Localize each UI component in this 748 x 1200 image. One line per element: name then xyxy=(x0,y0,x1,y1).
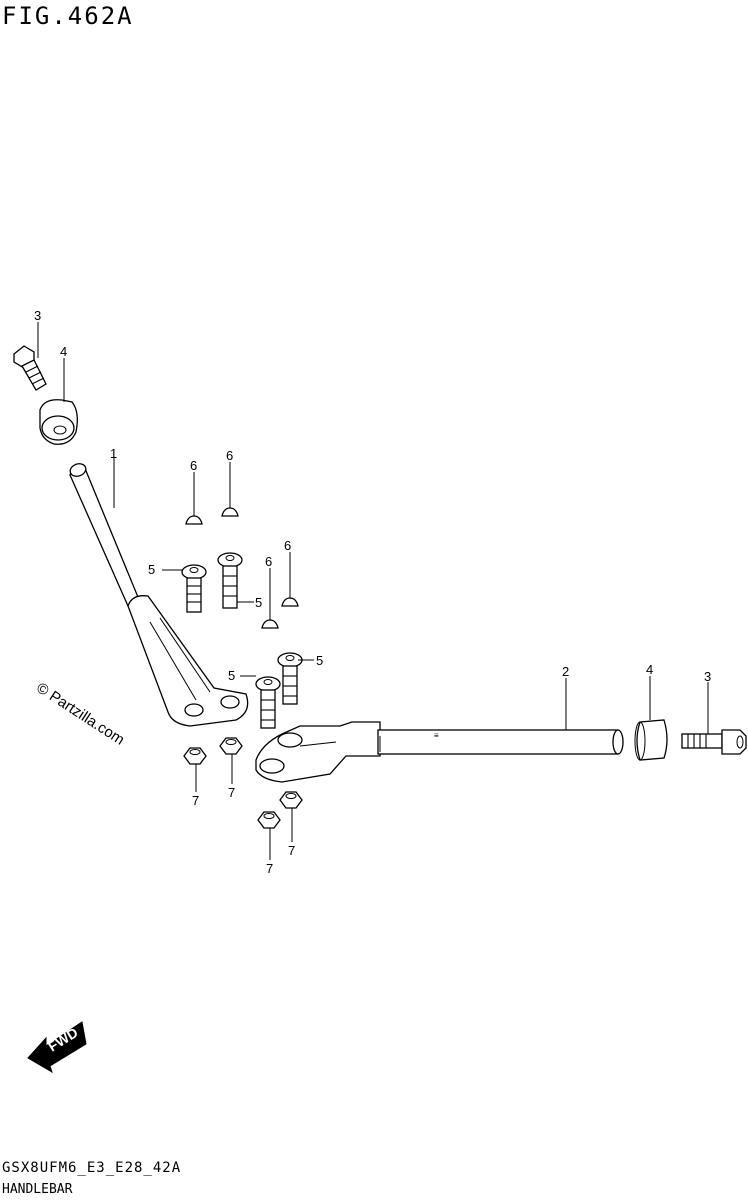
nut-part-7-b xyxy=(219,737,243,755)
bolt-part-3-left xyxy=(13,345,47,391)
bolt-part-5-b xyxy=(217,552,243,609)
bolt-part-5-c xyxy=(255,676,281,729)
callout-label: 4 xyxy=(646,662,653,677)
callout-label: 2 xyxy=(562,664,569,679)
cap-part-6-a xyxy=(185,515,203,525)
figure-code: GSX8UFM6_E3_E28_42A xyxy=(2,1160,182,1176)
callout-label: 3 xyxy=(704,669,711,684)
weight-part-4-left xyxy=(39,399,78,445)
handlebar-part-2-right: ≡ xyxy=(255,721,624,783)
callout-label: 6 xyxy=(226,448,233,463)
handlebar-part-1-left xyxy=(69,463,249,727)
figure-title: FIG.462A xyxy=(2,2,134,30)
bolt-part-5-d xyxy=(277,652,303,705)
nut-part-7-c xyxy=(257,811,281,829)
callout-label: 5 xyxy=(148,562,155,577)
callout-label: 7 xyxy=(192,793,199,808)
callout-label: 7 xyxy=(228,785,235,800)
callout-label: 5 xyxy=(228,668,235,683)
callout-label: 6 xyxy=(284,538,291,553)
bolt-part-5-a xyxy=(181,564,207,613)
svg-text:≡: ≡ xyxy=(434,731,439,740)
cap-part-6-b xyxy=(221,507,239,517)
figure-name: HANDLEBAR xyxy=(2,1182,73,1197)
callout-label: 4 xyxy=(60,344,67,359)
callout-label: 5 xyxy=(316,653,323,668)
bolt-part-3-right xyxy=(681,729,747,755)
weight-part-4-right xyxy=(634,719,668,761)
callout-label: 7 xyxy=(288,843,295,858)
nut-part-7-a xyxy=(183,747,207,765)
callout-label: 3 xyxy=(34,308,41,323)
forward-direction-arrow-icon: FWD xyxy=(27,1021,87,1074)
cap-part-6-c xyxy=(261,619,279,629)
callout-label: 5 xyxy=(255,595,262,610)
callout-label: 6 xyxy=(265,554,272,569)
nut-part-7-d xyxy=(279,791,303,809)
cap-part-6-d xyxy=(281,597,299,607)
callout-label: 6 xyxy=(190,458,197,473)
callout-label: 1 xyxy=(110,446,117,461)
callout-label: 7 xyxy=(266,861,273,876)
